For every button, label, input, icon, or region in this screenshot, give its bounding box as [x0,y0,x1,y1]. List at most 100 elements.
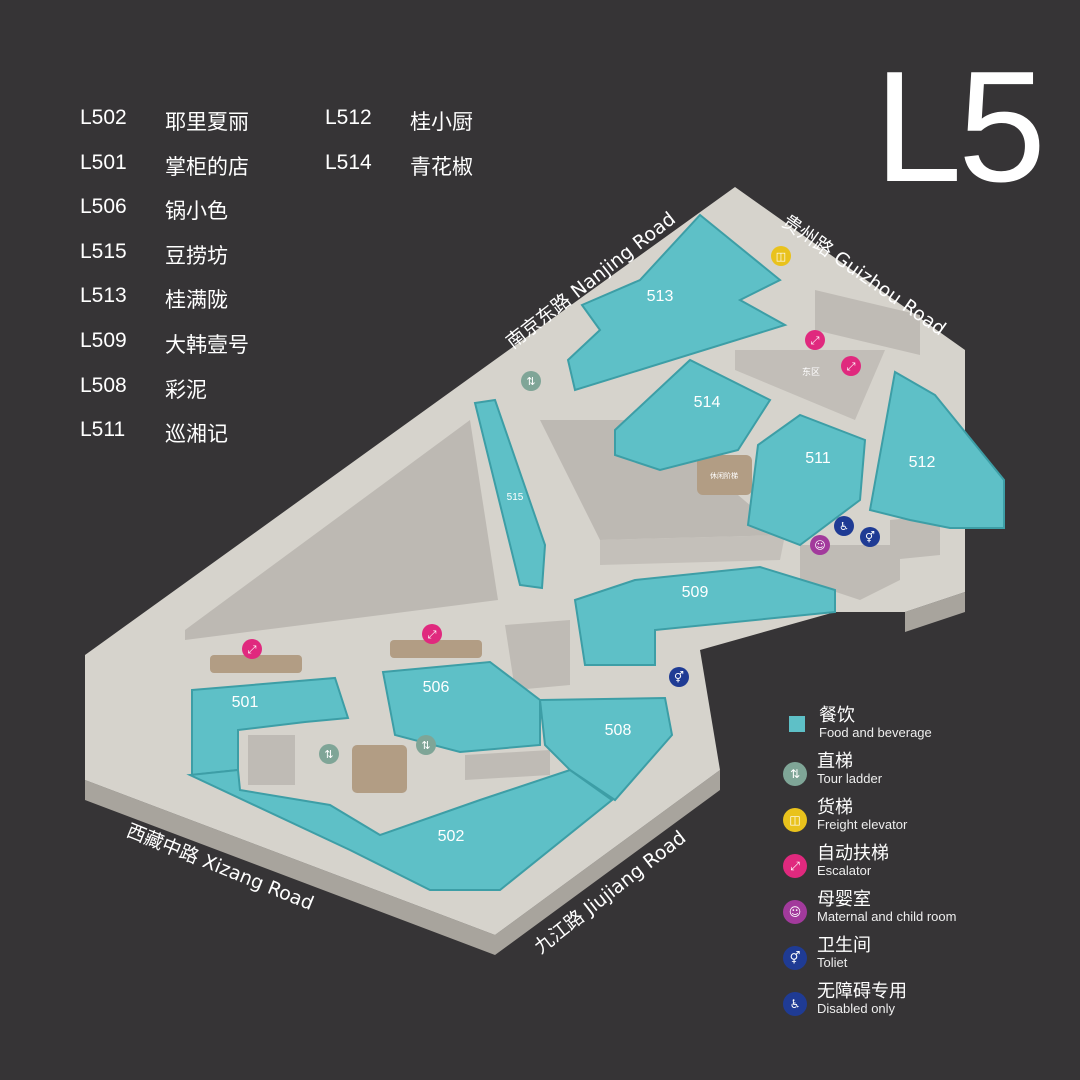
elevator-icon[interactable]: ⇅ [319,744,339,764]
svg-text:⤢: ⤢ [811,334,820,347]
store-code: L511 [80,418,126,442]
directory-item[interactable]: L506 锅小色 [80,195,325,240]
directory-item[interactable]: L511 巡湘记 [80,418,325,463]
store-code: L514 [325,150,372,174]
legend-label-cn: 无障碍专用 [817,981,907,1002]
legend-label-en: Toliet [817,955,848,970]
store-code: L513 [80,284,127,308]
unit-label: 508 [605,722,632,739]
directory-item[interactable]: L508 彩泥 [80,374,325,419]
elevator-icon[interactable]: ⇅ [416,735,436,755]
escalator-icon: ⤢ [783,854,807,878]
legend-label-cn: 卫生间 [817,935,871,956]
legend-label-cn: 母婴室 [817,889,871,910]
store-code: L501 [80,150,127,174]
unit-label: 512 [909,454,936,471]
legend-label-en: Escalator [817,863,872,878]
elevator-icon: ⇅ [783,762,807,786]
unit-506[interactable] [381,660,541,754]
store-code: L506 [80,195,127,219]
unit-514[interactable] [614,358,772,472]
store-name: 彩泥 [165,377,207,402]
directory-item[interactable]: L502 耶里夏丽 [80,106,325,151]
store-code: L508 [80,373,127,397]
service-block [465,750,550,780]
legend-label-cn: 货梯 [817,797,853,818]
unit-label: 514 [694,394,721,411]
unit-label: 513 [647,288,674,305]
disabled-icon[interactable]: ♿ [834,516,854,536]
svg-text:⇅: ⇅ [324,748,333,761]
unit-label: 509 [682,584,709,601]
directory-item[interactable]: L512 桂小厨 [325,106,525,151]
mother-baby-room-icon[interactable]: ☺ [810,535,830,555]
atrium-void [540,420,785,540]
elevator-icon[interactable]: ⇅ [521,371,541,391]
unit-502[interactable] [186,768,614,891]
svg-text:◫: ◫ [776,250,786,263]
store-code: L502 [80,106,127,129]
area-label: 休闲阶梯 [710,471,738,480]
svg-text:☺: ☺ [814,539,825,552]
escalator-icon[interactable]: ⤢ [805,330,825,350]
floor-slab-side [905,350,965,632]
escalator-bench [210,655,302,673]
unit-label: 511 [805,450,831,467]
legend-label-cn: 自动扶梯 [817,843,889,864]
freight-elevator-icon[interactable]: ◫ [771,246,791,266]
unit-513[interactable] [566,213,788,392]
unit-508[interactable] [538,696,674,802]
store-name: 豆捞坊 [165,243,228,268]
legend-label-en: Disabled only [817,1001,896,1016]
legend-label-cn: 餐饮 [819,705,855,726]
floor-title: L5 [874,39,1046,215]
store-name: 大韩壹号 [165,332,249,357]
toilet-icon[interactable]: ⚥ [669,667,689,687]
unit-509[interactable] [573,565,836,666]
svg-text:⤢: ⤢ [248,643,257,656]
legend-label-en: Tour ladder [817,771,883,786]
unit-512[interactable] [868,370,1005,529]
svg-text:⇅: ⇅ [421,739,430,752]
freight-elevator-icon: ◫ [783,808,807,832]
store-name: 锅小色 [165,199,228,224]
escalator-icon[interactable]: ⤢ [422,624,442,644]
service-block [505,620,570,690]
unit-label: 506 [423,679,450,696]
atrium-void [185,420,498,640]
legend-label-cn: 直梯 [817,751,853,772]
unit-511[interactable] [746,413,867,547]
mother-baby-room-icon: ☺ [783,900,807,924]
escalator-icon[interactable]: ⤢ [242,639,262,659]
store-name: 巡湘记 [165,422,228,447]
unit-label: 501 [232,694,259,711]
directory-item[interactable]: L514 青花椒 [325,151,525,196]
service-block [890,515,940,560]
food-swatch [789,716,805,732]
legend-label-en: Freight elevator [817,817,908,832]
escalator-bench [390,640,482,658]
svg-text:⇅: ⇅ [526,375,535,388]
toilet-icon[interactable]: ⚥ [860,527,880,547]
unit-515[interactable] [473,398,547,590]
escalator-icon[interactable]: ⤢ [841,356,861,376]
svg-text:⚥: ⚥ [674,671,684,684]
store-name: 耶里夏丽 [165,110,249,134]
store-name: 桂小厨 [410,110,473,134]
disabled-icon: ♿ [783,992,807,1016]
store-code: L512 [325,106,372,129]
store-name: 青花椒 [410,154,473,179]
